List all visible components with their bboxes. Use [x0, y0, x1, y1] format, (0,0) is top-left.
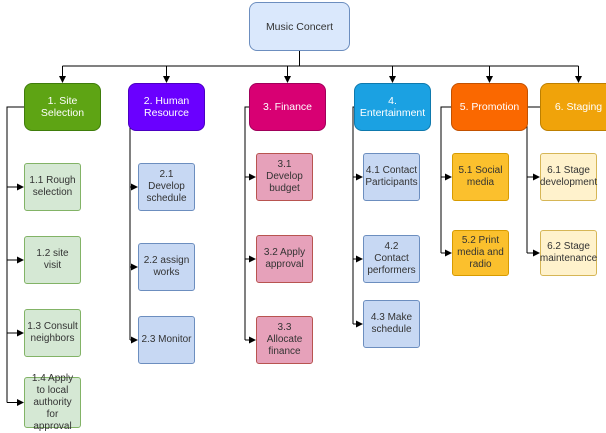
task-3-3: 3.3 Allocate finance	[256, 316, 313, 364]
task-1-3: 1.3 Consult neighbors	[24, 309, 81, 357]
category-staging: 6. Staging	[540, 83, 606, 131]
task-1-1: 1.1 Rough selection	[24, 163, 81, 211]
task-1-4: 1.4 Apply to local authority for approva…	[24, 373, 81, 432]
spine-category-finance	[244, 106, 249, 340]
root-node: Music Concert	[249, 2, 350, 51]
task-4-2: 4.2 Contact performers	[363, 235, 420, 283]
task-3-1: 3.1 Develop budget	[256, 153, 313, 201]
task-5-2: 5.2 Print media and radio	[452, 230, 509, 276]
spine-category-site-selection	[6, 106, 24, 403]
task-5-1: 5.1 Social media	[452, 153, 509, 201]
task-3-2: 3.2 Apply approval	[256, 235, 313, 283]
task-2-1: 2.1 Develop schedule	[138, 163, 195, 211]
category-promotion: 5. Promotion	[451, 83, 528, 131]
spine-category-promotion	[440, 106, 451, 253]
spine-category-human-resource	[128, 106, 131, 340]
task-4-1: 4.1 Contact Participants	[363, 153, 420, 201]
category-entertainment: 4. Entertainment	[354, 83, 431, 131]
spine-category-staging	[526, 106, 540, 253]
category-site-selection: 1. Site Selection	[24, 83, 101, 131]
task-2-3: 2.3 Monitor	[138, 316, 195, 364]
category-finance: 3. Finance	[249, 83, 326, 131]
spine-category-entertainment	[352, 106, 354, 324]
task-6-2: 6.2 Stage maintenance	[540, 230, 597, 276]
category-human-resource: 2. Human Resource	[128, 83, 205, 131]
task-1-2: 1.2 site visit	[24, 236, 81, 284]
task-6-1: 6.1 Stage development	[540, 153, 597, 201]
task-2-2: 2.2 assign works	[138, 243, 195, 291]
task-4-3: 4.3 Make schedule	[363, 300, 420, 348]
